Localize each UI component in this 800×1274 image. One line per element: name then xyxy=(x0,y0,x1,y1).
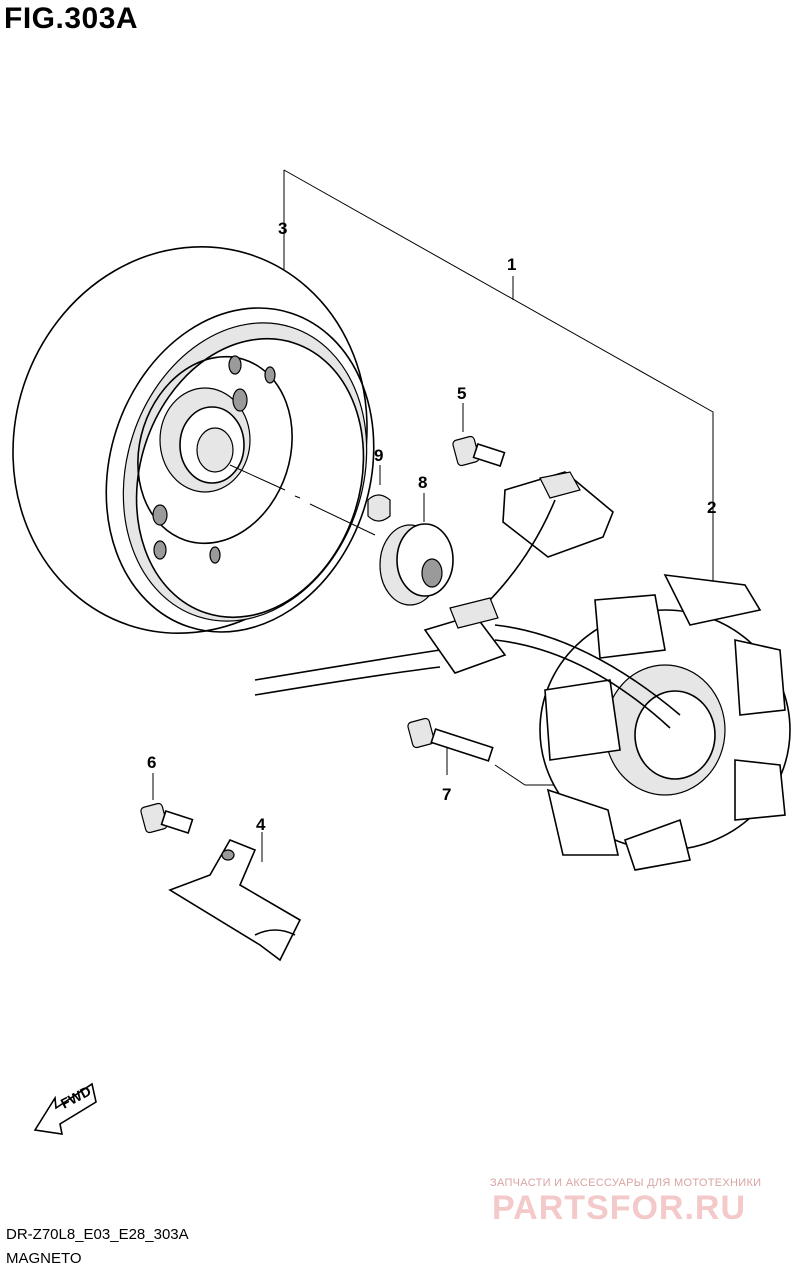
callout-8: 8 xyxy=(418,473,427,492)
watermark-logo: PARTSFOR.RU xyxy=(492,1189,747,1227)
rotor-nut xyxy=(379,523,454,606)
callout-3: 3 xyxy=(278,219,287,238)
stator xyxy=(539,574,791,871)
callout-7: 7 xyxy=(442,785,451,804)
bolt-5 xyxy=(452,435,506,467)
fwd-arrow-icon: FWD xyxy=(33,1083,97,1135)
callout-4: 4 xyxy=(256,815,266,834)
wire-clamp xyxy=(168,838,302,962)
callout-6: 6 xyxy=(147,753,156,772)
callout-2: 2 xyxy=(707,498,716,517)
bolt-6 xyxy=(140,802,194,834)
callout-labels: 1 2 3 4 5 6 7 8 9 xyxy=(147,219,716,834)
watermark-tagline: ЗАПЧАСТИ И АКСЕССУАРЫ ДЛЯ МОТОТЕХНИКИ xyxy=(490,1177,762,1189)
diagram-name: MAGNETO xyxy=(6,1250,82,1267)
shaft-centerline xyxy=(229,464,376,536)
callout-9: 9 xyxy=(374,446,383,465)
callout-1: 1 xyxy=(507,255,516,274)
callout-5: 5 xyxy=(457,384,466,403)
bolt-7 xyxy=(407,717,494,762)
callout-leader-lines xyxy=(152,169,714,862)
pulser-coil xyxy=(484,471,614,606)
woodruff-key xyxy=(367,494,391,522)
figure-title: FIG.303A xyxy=(4,2,139,35)
flywheel-rotor xyxy=(12,246,375,634)
wire-harness xyxy=(254,597,681,729)
diagram-code: DR-Z70L8_E03_E28_303A xyxy=(6,1226,189,1243)
